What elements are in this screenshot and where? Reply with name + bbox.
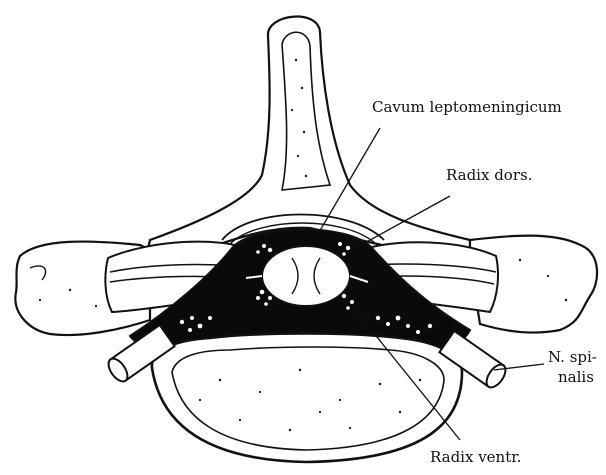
label-radix-dorsalis: Radix dors. — [446, 166, 532, 184]
spinal-cord — [262, 246, 350, 306]
label-radix-ventralis: Radix ventr. — [430, 448, 522, 466]
label-cavum-leptomeningicum: Cavum leptomeningicum — [372, 98, 562, 116]
spinous-process — [145, 17, 470, 262]
label-n-spinalis-line2: nalis — [558, 368, 594, 386]
label-n-spinalis-line1: N. spi- — [548, 348, 597, 366]
